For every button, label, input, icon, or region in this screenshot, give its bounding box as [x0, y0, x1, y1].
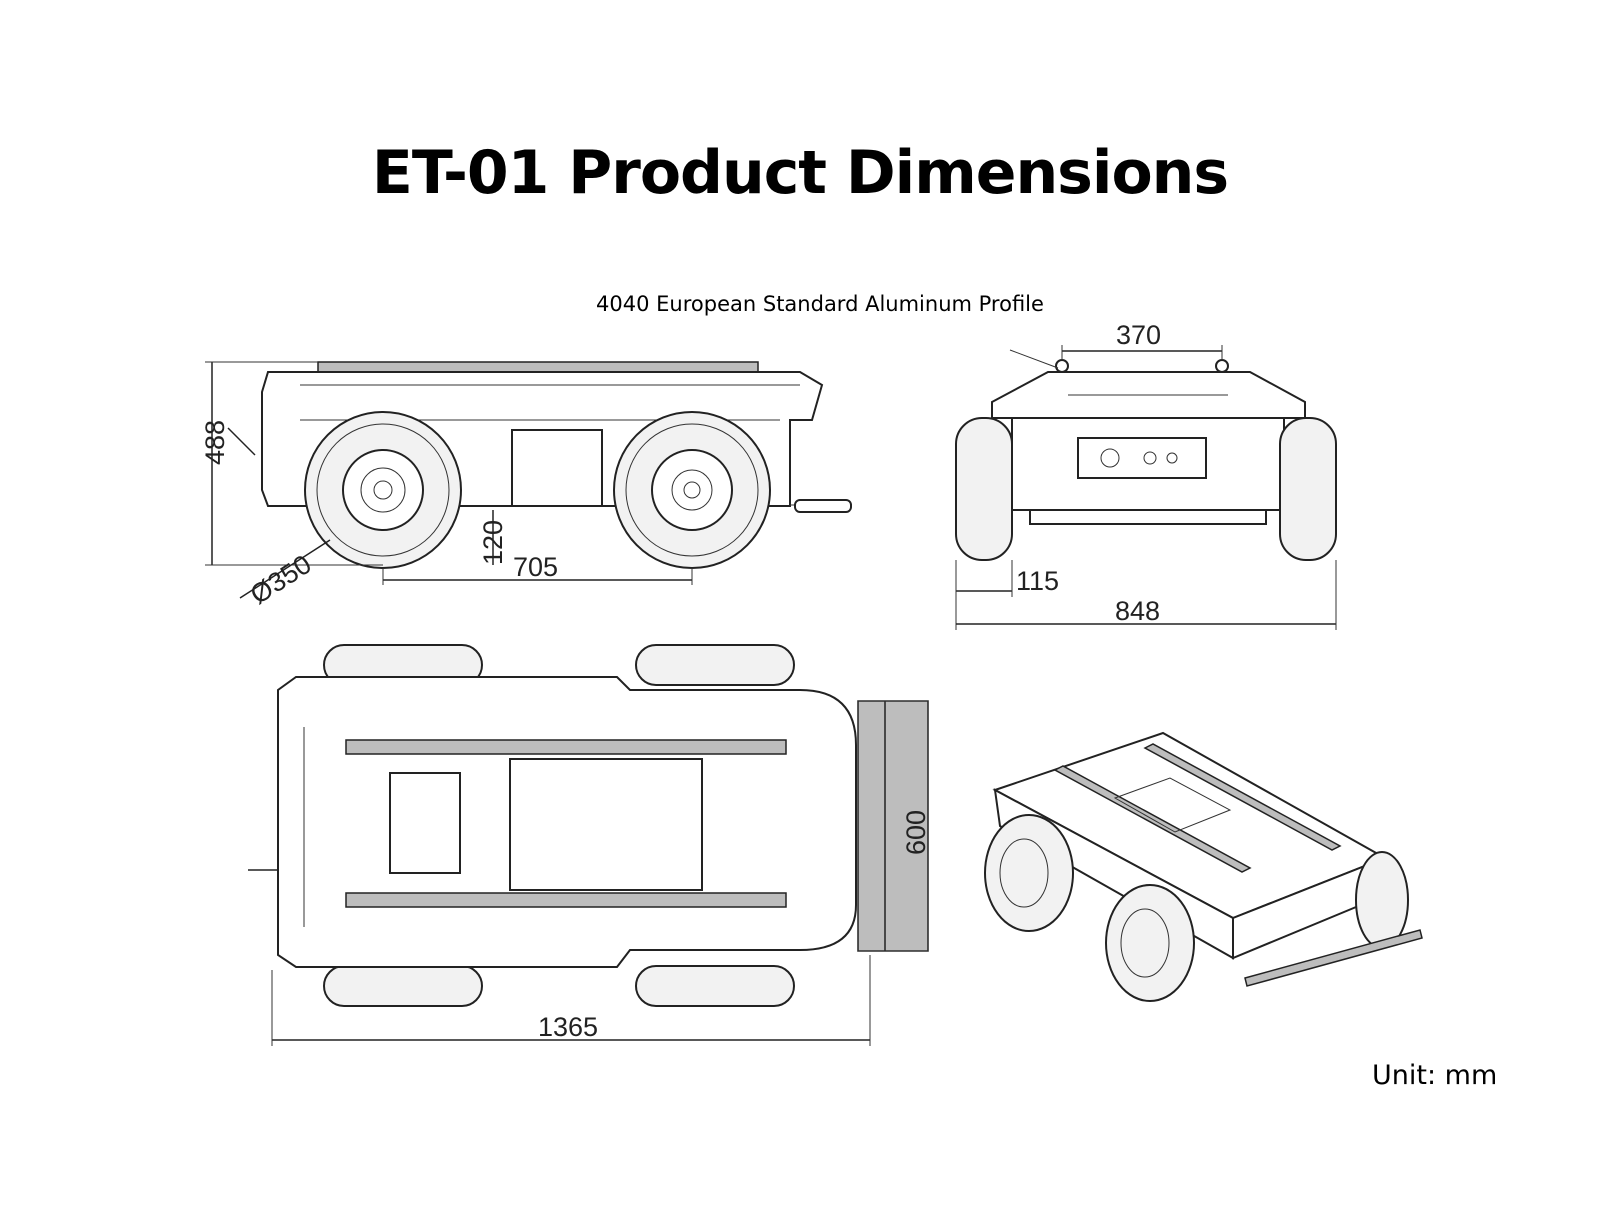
side-view-battery-box — [511, 429, 603, 507]
front-view: 370 115 848 — [955, 320, 1337, 630]
front-view-left-tire — [955, 417, 1013, 561]
side-view-rail — [317, 361, 759, 373]
body-width-dimension: 600 — [901, 810, 931, 855]
wheel-diameter-dimension: Ø350 — [245, 549, 317, 610]
top-view-rail-lower — [345, 892, 787, 908]
top-view-tow-bar — [857, 700, 929, 952]
top-view-tire-front-bottom — [635, 965, 795, 1007]
front-view-rail-right — [1215, 359, 1229, 373]
iso-rail-right — [1143, 743, 1342, 851]
tire-width-dimension: 115 — [1016, 566, 1059, 596]
iso-wheel-far — [1355, 851, 1409, 949]
wheelbase-dimension: 705 — [513, 552, 558, 582]
front-view-right-tire — [1279, 417, 1337, 561]
side-view-tow-bar — [794, 499, 852, 513]
side-view-connector — [227, 427, 256, 456]
isometric-view — [984, 731, 1423, 1002]
top-view-tire-front-top — [635, 644, 795, 686]
aluminum-profile-callout: 4040 European Standard Aluminum Profile — [596, 292, 1044, 316]
rail-spacing-dimension: 370 — [1116, 320, 1161, 350]
iso-tow-bar — [1244, 929, 1423, 987]
overall-length-dimension: 1365 — [538, 1012, 598, 1042]
front-view-control-panel — [1077, 437, 1207, 479]
top-view-tire-rear-bottom — [323, 965, 483, 1007]
height-dimension: 488 — [200, 420, 230, 465]
ground-clearance-dimension: 120 — [478, 520, 508, 565]
top-view-rail-upper — [345, 739, 787, 755]
page-title: ET-01 Product Dimensions — [371, 138, 1229, 208]
iso-wheel-rear — [984, 814, 1074, 932]
top-view-deck-panel — [509, 758, 703, 891]
front-view-underbody — [1029, 509, 1267, 525]
top-view: 600 1365 — [248, 644, 931, 1046]
front-view-rail-left — [1055, 359, 1069, 373]
unit-label: Unit: mm — [1372, 1060, 1498, 1091]
iso-wheel-front — [1105, 884, 1195, 1002]
side-view: 488 Ø350 120 705 — [200, 361, 852, 610]
overall-width-dimension: 848 — [1115, 596, 1160, 626]
top-view-hatch — [389, 772, 461, 874]
